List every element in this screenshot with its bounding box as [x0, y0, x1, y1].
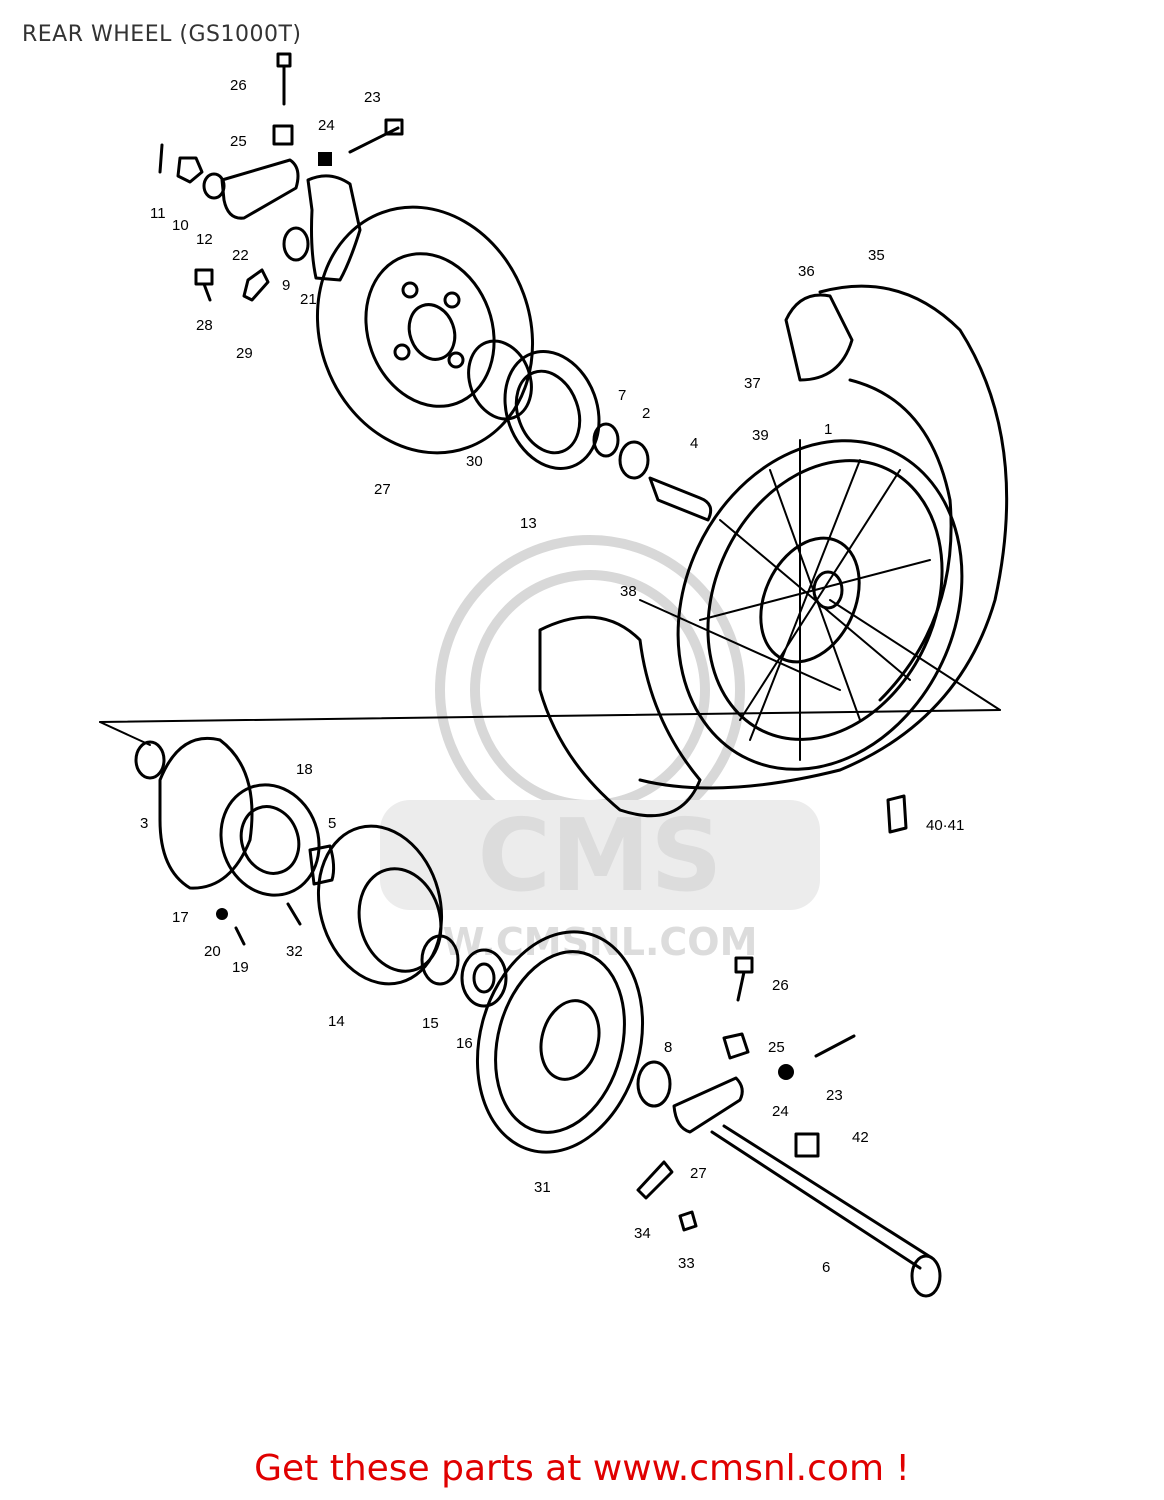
brake-disc: [315, 205, 535, 455]
watermark-brand: CMS: [478, 797, 723, 914]
inner-tube: [538, 615, 702, 818]
watermark-url: W.CMSNL.COM: [443, 920, 758, 964]
rear-sprocket: [475, 930, 645, 1154]
part-label: 40·41: [926, 817, 964, 834]
part-label: 6: [822, 1259, 830, 1276]
part-label: 15: [422, 1015, 439, 1032]
part-label: 13: [520, 515, 537, 532]
exploded-parts-diagram: CMS W.CMSNL.COM: [99, 52, 1009, 1298]
part-label: 28: [196, 317, 213, 334]
part-label: 25: [230, 133, 247, 150]
part-label: 18: [296, 761, 313, 778]
part-label: 34: [634, 1225, 651, 1242]
part-label: 8: [664, 1039, 672, 1056]
part-label: 19: [232, 959, 249, 976]
watermark: CMS W.CMSNL.COM: [380, 535, 820, 964]
valve: [886, 794, 908, 834]
part-label: 25: [768, 1039, 785, 1056]
part-label: 29: [236, 345, 253, 362]
part-label: 27: [374, 481, 391, 498]
hub-spacers: [467, 339, 713, 522]
part-label: 33: [678, 1255, 695, 1272]
part-label: 27: [690, 1165, 707, 1182]
part-label: 32: [286, 943, 303, 960]
part-label: 37: [744, 375, 761, 392]
part-label: 21: [300, 291, 317, 308]
axle-hardware: [636, 956, 942, 1298]
part-label: 36: [798, 263, 815, 280]
spoked-wheel: [676, 439, 964, 771]
part-label: 26: [230, 77, 247, 94]
part-label: 30: [466, 453, 483, 470]
part-label: 7: [618, 387, 626, 404]
axis-lines: [99, 599, 1001, 746]
part-label: 35: [868, 247, 885, 264]
part-label: 14: [328, 1013, 345, 1030]
cta-link[interactable]: Get these parts at www.cmsnl.com !: [254, 1448, 910, 1489]
part-label: 42: [852, 1129, 869, 1146]
part-labels: 26 25 23 24 11 10 12 22 9 21 28 29 36 35…: [140, 77, 964, 1276]
part-label: 23: [364, 89, 381, 106]
part-label: 2: [642, 405, 650, 422]
caliper-hardware: [158, 52, 404, 302]
part-label: 3: [140, 815, 148, 832]
part-label: 11: [150, 205, 166, 222]
part-label: 20: [204, 943, 221, 960]
part-label: 1: [824, 421, 832, 438]
part-label: 23: [826, 1087, 843, 1104]
part-label: 10: [172, 217, 189, 234]
sprocket-carrier: [316, 824, 508, 1008]
part-label: 26: [772, 977, 789, 994]
rear-tire: [638, 284, 1009, 790]
part-label: 4: [690, 435, 698, 452]
part-label: 24: [318, 117, 335, 134]
drive-hub: [134, 736, 336, 946]
part-label: 39: [752, 427, 769, 444]
part-label: 31: [534, 1179, 551, 1196]
part-label: 22: [232, 247, 249, 264]
part-label: 16: [456, 1035, 473, 1052]
part-label: 38: [620, 583, 637, 600]
part-label: 5: [328, 815, 336, 832]
part-label: 24: [772, 1103, 789, 1120]
part-label: 12: [196, 231, 213, 248]
part-label: 17: [172, 909, 189, 926]
part-label: 9: [282, 277, 290, 294]
page-title: REAR WHEEL (GS1000T): [22, 22, 302, 47]
